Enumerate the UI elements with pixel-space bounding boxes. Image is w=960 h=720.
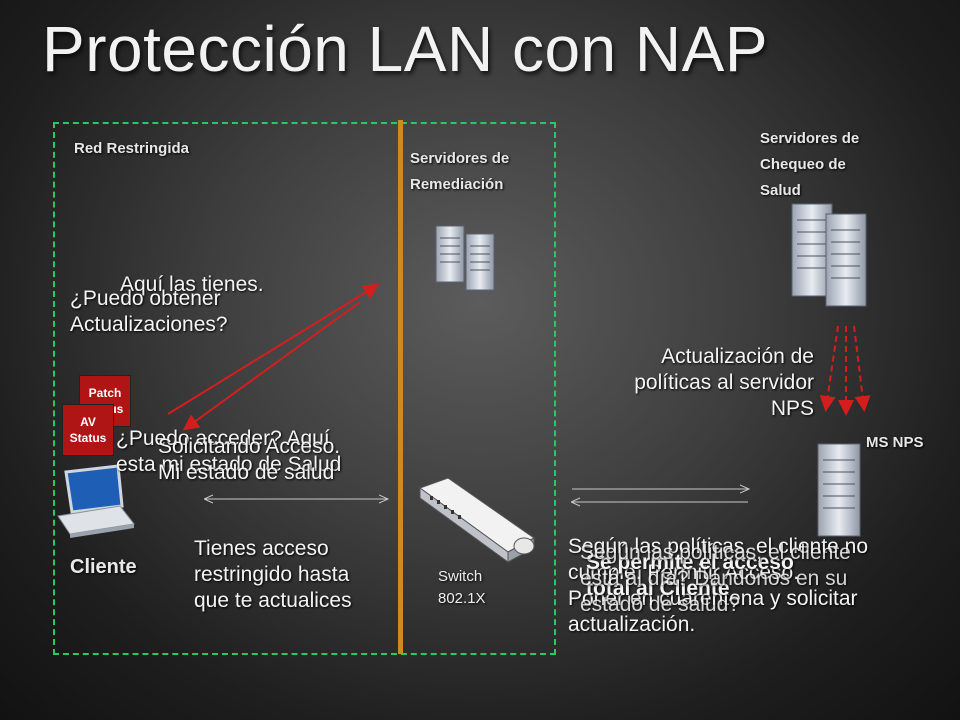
message-requesting-access: Solicitando Acceso. Mi estado de salud xyxy=(158,435,341,484)
remediation-server-icon xyxy=(435,225,495,291)
av-status-badge: AV Status xyxy=(62,404,114,456)
red-arrow-response xyxy=(182,301,361,431)
message-can-i-access: ¿Puedo acceder? Aquí esta mi estado de S… xyxy=(116,427,342,476)
message-client-up-to-date: Según las políticas, el cliente está al … xyxy=(580,541,851,616)
policy-update-arrows xyxy=(819,325,871,416)
switch-icon xyxy=(418,477,535,563)
slide-title: Protección LAN con NAP xyxy=(42,13,768,85)
laptop-icon xyxy=(57,464,135,538)
ms-nps-label: MS NPS xyxy=(866,434,924,451)
health-check-server-icon xyxy=(791,203,867,307)
nps-server-icon xyxy=(817,443,861,537)
restricted-network-label: Red Restringida xyxy=(74,140,190,157)
message-here-you-have: Aquí las tienes. xyxy=(120,273,264,296)
client-label: Cliente xyxy=(70,556,137,578)
red-arrow-request xyxy=(167,283,380,415)
network-divider xyxy=(398,120,403,654)
message-restricted-until-update: Tienes acceso restringido hasta que te a… xyxy=(194,537,352,612)
remediation-servers-label: Servidores de Remediación xyxy=(410,150,510,193)
message-can-i-get-updates: ¿Puedo obtener Actualizaciones? xyxy=(70,287,228,336)
message-policy-update: Actualización de políticas al servidor N… xyxy=(634,345,814,420)
health-servers-label: Servidores de Chequeo de Salud xyxy=(760,130,860,199)
restricted-network-boundary xyxy=(53,122,556,655)
message-full-access: Se permite el acceso total al Cliente xyxy=(586,551,794,600)
switch-nps-double-arrow xyxy=(572,489,748,502)
message-policy-result: Según las políticas, el cliente no cumpl… xyxy=(568,535,869,636)
switch-label: Switch 802.1X xyxy=(438,568,486,607)
